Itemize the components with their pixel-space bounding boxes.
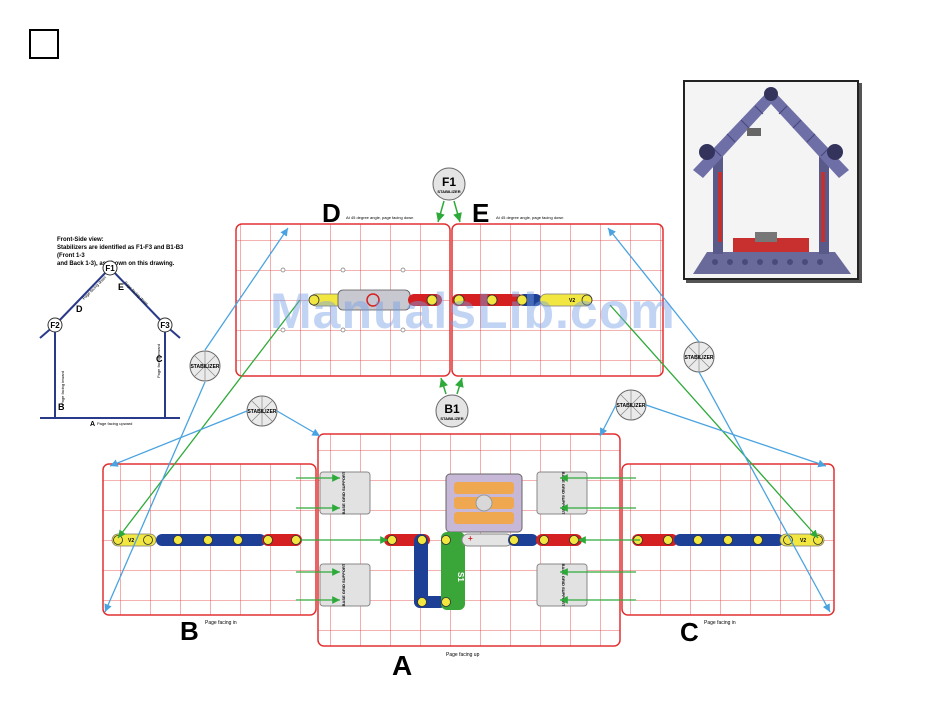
panel-e-letter: E (472, 198, 489, 228)
sketch-c-label: C (156, 354, 163, 364)
sketch-f2-label: F2 (50, 321, 60, 330)
green-arrows (117, 299, 819, 604)
support-label: BASE GRID SUPPORT (561, 564, 566, 607)
panel-a-caption: Page facing up (446, 652, 480, 658)
stabilizer-b1[interactable]: B1 STABILIZER (435, 394, 469, 428)
panel-c-caption: Page facing in (704, 620, 736, 626)
stabilizer-right-upper[interactable]: STABILIZER (683, 341, 715, 373)
sketch-a-caption: Page facing upward (97, 421, 132, 426)
solar-cell (445, 473, 523, 533)
stabilizer-right-upper-label: STABILIZER (684, 355, 713, 361)
stabilizer-left-upper[interactable]: STABILIZER (189, 350, 221, 382)
panel-d-caption: At 45 degree angle, page facing down (346, 215, 413, 220)
c-v2-label: V2 (800, 538, 806, 544)
base-grid-support-left-top: BASE GRID SUPPORT (319, 471, 371, 515)
side-view-note-line2: Stabilizers are identified as F1-F3 and … (57, 245, 184, 259)
side-view-note-title: Front-Side view: (57, 237, 104, 243)
c-circuit: V2 (632, 533, 825, 547)
sketch-c-caption: Page facing inward (156, 344, 161, 378)
panel-e-caption: At 45 degree angle, page facing down (496, 215, 563, 220)
stabilizer-b1-label: STABILIZER (440, 416, 463, 421)
b-circuit: V2 (111, 533, 302, 547)
stabilizer-left-upper-label: STABILIZER (190, 364, 219, 370)
switch-s1-label: S1 (456, 572, 465, 582)
stabilizer-right-lower[interactable]: STABILIZER (615, 389, 647, 421)
stabilizer-left-lower[interactable]: STABILIZER (246, 395, 278, 427)
stabilizer-left-lower-label: STABILIZER (247, 409, 276, 415)
panel-d-letter: D (322, 198, 341, 228)
panel-b-caption: Page facing in (205, 620, 237, 626)
support-label: BASE GRID SUPPORT (341, 471, 346, 514)
sketch-e-caption: Page facing down (123, 280, 149, 306)
blue-arrows (104, 227, 831, 613)
panel-c-letter: C (680, 617, 699, 647)
sketch-f1-label: F1 (105, 264, 115, 273)
base-grid-support-right-top: BASE GRID SUPPORT (536, 471, 588, 515)
sketch-f3-label: F3 (160, 321, 170, 330)
sketch-b-label: B (58, 402, 65, 412)
house-sketch: F1 F2 F3 D E B C A Page facing upward Pa… (39, 260, 181, 428)
house-photo (683, 80, 859, 280)
a-circuit: S1 + (384, 532, 582, 610)
stabilizer-right-lower-label: STABILIZER (616, 403, 645, 409)
sketch-a-label: A (90, 421, 95, 428)
stabilizer-f1-label: STABILIZER (437, 189, 460, 194)
stabilizer-b1-id: B1 (444, 402, 460, 416)
stabilizer-f1-id: F1 (442, 175, 456, 189)
panel-b-letter: B (180, 616, 199, 646)
b-v2-label: V2 (128, 538, 134, 544)
stabilizer-f1[interactable]: F1 STABILIZER (432, 167, 466, 201)
sketch-e-label: E (118, 282, 124, 292)
battery-plus-label: + (468, 534, 473, 543)
sketch-d-caption: Page facing down (81, 275, 107, 301)
de-v2-label: V2 (569, 298, 575, 304)
support-label: BASE GRID SUPPORT (341, 563, 346, 606)
sketch-d-label: D (76, 304, 83, 314)
watermark: ManualsLib.com (270, 283, 676, 339)
checkbox[interactable] (29, 29, 59, 59)
base-grid-support-right-bottom: BASE GRID SUPPORT (536, 563, 588, 607)
sketch-b-caption: Page facing inward (60, 371, 65, 405)
panel-a-letter: A (392, 650, 412, 681)
support-label: BASE GRID SUPPORT (561, 472, 566, 515)
de-circuit: V2 (308, 289, 593, 311)
